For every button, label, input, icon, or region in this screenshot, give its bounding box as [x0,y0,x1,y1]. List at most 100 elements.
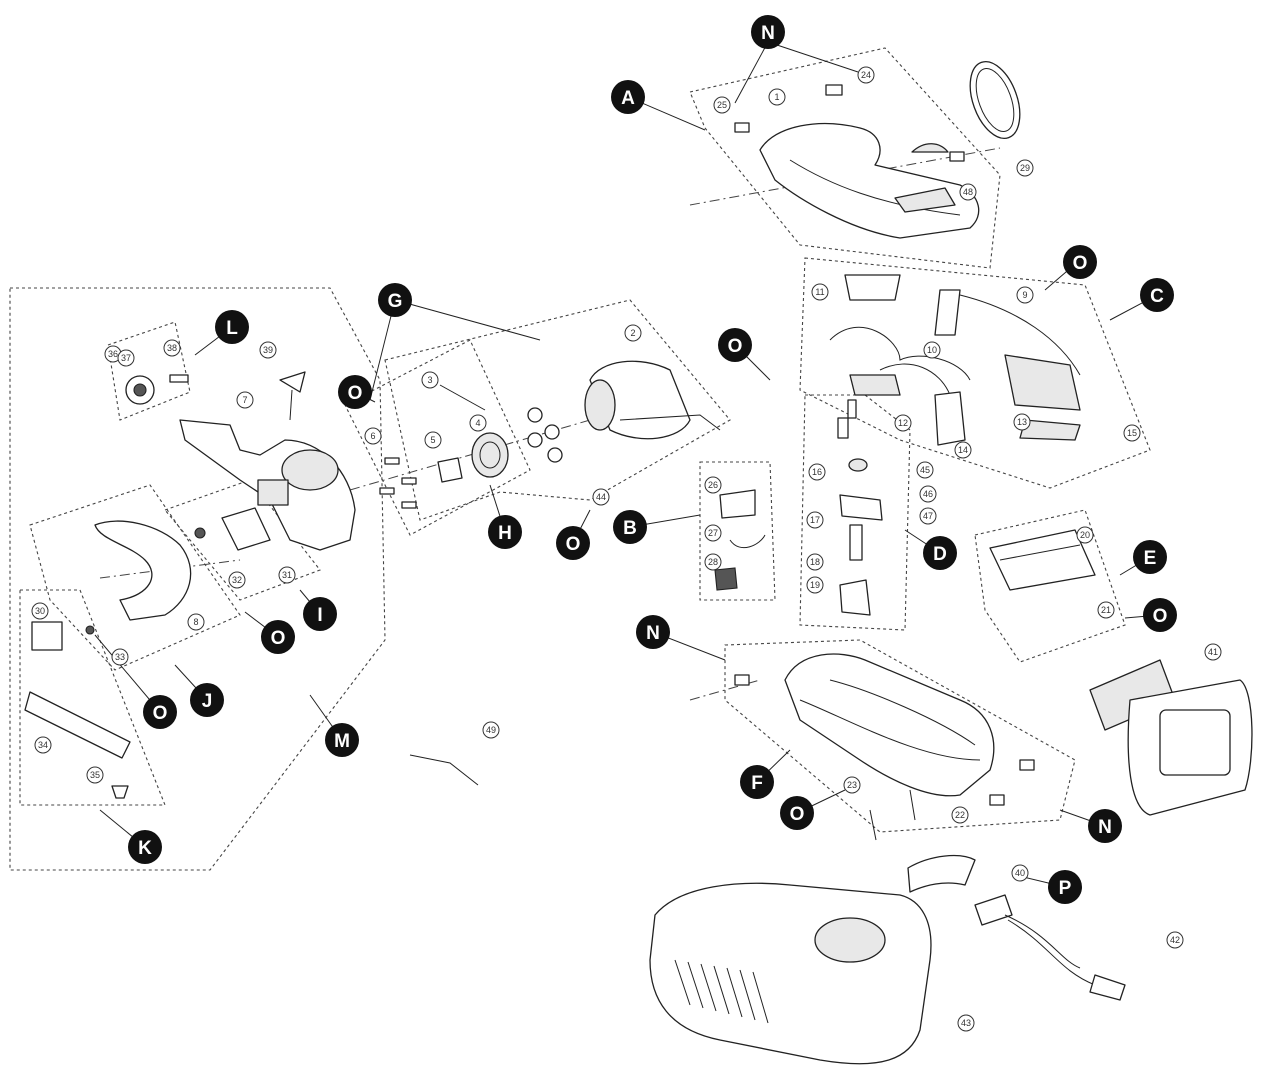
motor-endcap [584,379,616,431]
callout-bubble [1140,278,1174,312]
bolt-part-39 [289,389,293,421]
lower-housing-part [784,653,995,797]
callout-letter: O [790,804,805,825]
part-number-15: 15 [1123,424,1141,442]
part-number-label: 5 [430,435,435,445]
callout-j-9: J [190,683,224,717]
part-number-3: 3 [421,371,439,389]
callout-letter: D [933,544,947,565]
part-number-label: 24 [861,70,871,80]
part-number-25: 25 [713,96,731,114]
clip-24-low-b [989,794,1005,806]
part-number-label: 1 [774,92,779,102]
part-number-9: 9 [1016,286,1034,304]
part-number-27: 27 [704,524,722,542]
part-number-label: 42 [1170,935,1180,945]
part-number-16: 16 [808,463,826,481]
top-cover-part [759,122,980,239]
part-number-label: 34 [38,740,48,750]
part-number-label: 39 [263,345,273,355]
callout-letter: N [1098,817,1112,838]
callout-bubble [636,615,670,649]
part-number-6: 6 [364,427,382,445]
part-number-label: 21 [1101,605,1111,615]
callout-bubble [718,328,752,362]
part-number-13: 13 [1013,413,1031,431]
callout-bubble [556,526,590,560]
group-c-outline [799,257,1151,489]
callout-letter: K [138,838,152,859]
clip-25-top [734,122,750,133]
callout-bubble [338,375,372,409]
callout-b-1: B [613,510,647,544]
spring-part-17b [849,524,863,561]
battery-face [1159,709,1231,776]
part-number-label: 36 [108,349,118,359]
callout-letter: E [1144,548,1157,569]
pin-part-3 [439,384,486,411]
head-motor-cap [281,449,339,491]
trigger-part-19 [839,579,871,616]
motor-wires [619,414,721,431]
part-number-14: 14 [954,441,972,459]
callout-o-20: O [1143,598,1177,632]
part-number-label: 11 [815,287,824,297]
callout-bubble [325,723,359,757]
part-number-49: 49 [482,721,500,739]
callout-letter: M [334,731,350,752]
motor-part [589,360,691,440]
part-number-label: 32 [232,575,242,585]
part-number-39: 39 [259,341,277,359]
part-number-24: 24 [857,66,875,84]
wire-c2 [829,326,971,381]
pcb-part-13 [1004,354,1081,411]
plug-part [974,894,1013,926]
callout-h-7: H [488,515,522,549]
part-number-label: 44 [596,492,606,502]
callout-n-15: N [1088,809,1122,843]
callout-bubble [751,15,785,49]
part-number-10: 10 [923,341,941,359]
plate-edge [999,544,1081,561]
callout-letter: O [348,383,363,404]
group-g-outline [384,299,731,521]
screw-d1 [837,417,849,439]
part-number-20: 20 [1076,526,1094,544]
part-number-label: 10 [927,345,937,355]
callout-bubble [128,830,162,864]
callout-bubble [1063,245,1097,279]
part-number-label: 30 [35,606,45,616]
callout-k-10: K [128,830,162,864]
screw-part-35 [111,785,129,799]
callout-letter: L [226,318,238,339]
callout-o-18: O [338,375,372,409]
part-number-label: 35 [90,770,100,780]
callout-n-13: N [751,15,785,49]
group-a-outline [689,47,1001,269]
part-number-label: 8 [193,617,198,627]
part-number-label: 27 [708,528,718,538]
cord-connector [1089,974,1126,1001]
part-number-35: 35 [86,766,104,784]
callout-o-23: O [780,796,814,830]
part-number-19: 19 [806,576,824,594]
callout-g-6: G [378,283,412,317]
part-number-17: 17 [806,511,824,529]
part-number-label: 2 [630,328,635,338]
part-number-label: 26 [708,480,718,490]
callout-bubble [1048,870,1082,904]
part-number-2: 2 [624,324,642,342]
part-number-12: 12 [894,414,912,432]
top-cover-buttons [894,187,956,213]
trigger-part-16 [839,494,883,521]
part-number-23: 23 [843,776,861,794]
part-number-label: 16 [812,467,822,477]
cord-part [1004,914,1081,969]
callout-letter: C [1150,286,1164,307]
part-number-48: 48 [959,183,977,201]
part-48-top [911,143,949,153]
callout-i-8: I [303,597,337,631]
housing-inner [829,679,976,746]
part-number-43: 43 [957,1014,975,1032]
